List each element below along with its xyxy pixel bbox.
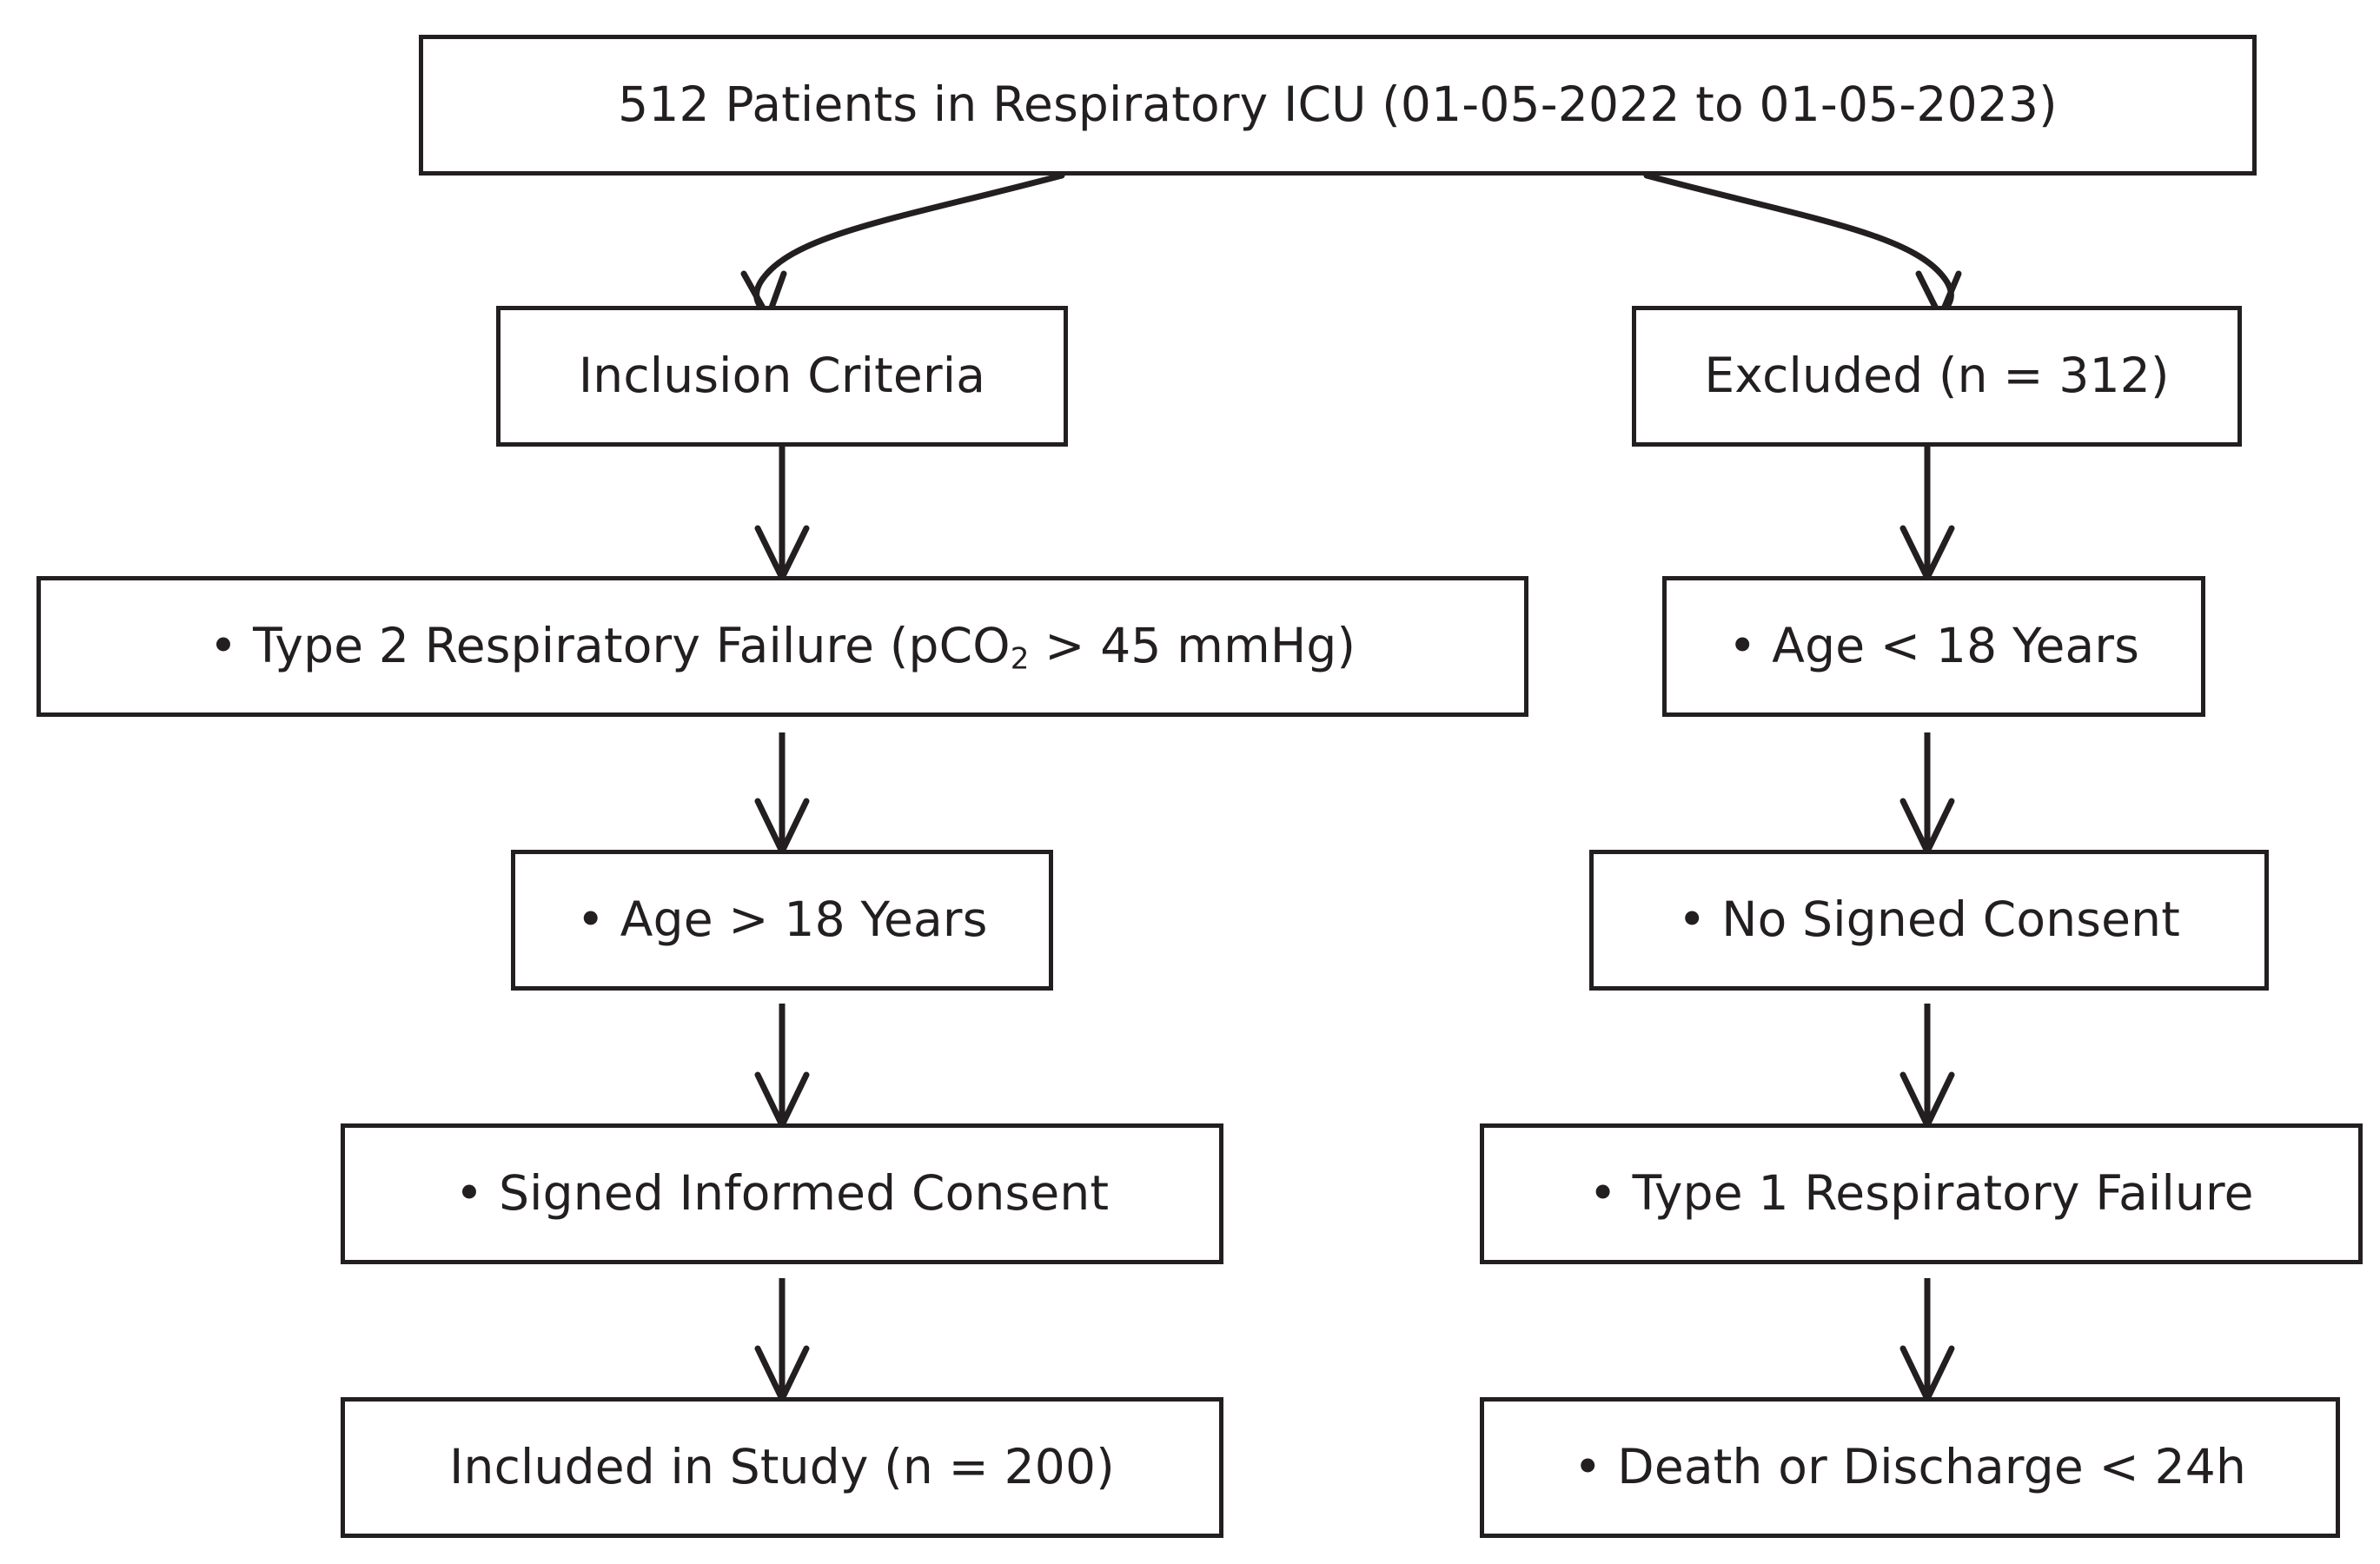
node-inclusion-step-1-label-head: • Type 2 Respiratory Failure (pCO — [209, 618, 1011, 674]
node-exclusion-step-1-label: • Age < 18 Years — [1727, 618, 2140, 674]
node-death-or-discharge-label: • Death or Discharge < 24h — [1573, 1439, 2247, 1495]
node-inclusion-step-3-label: • Signed Informed Consent — [454, 1165, 1110, 1222]
node-inclusion-step-1-label-subscript: 2 — [1010, 641, 1030, 677]
node-inclusion-step-3[interactable]: • Signed Informed Consent — [341, 1123, 1223, 1264]
connector-root-to-inclusion — [753, 172, 1065, 318]
node-inclusion-step-1[interactable]: • Type 2 Respiratory Failure (pCO2 > 45 … — [36, 576, 1528, 717]
node-inclusion-criteria-label: Inclusion Criteria — [578, 348, 986, 404]
node-excluded-label: Excluded (n = 312) — [1704, 348, 2170, 404]
node-exclusion-step-1[interactable]: • Age < 18 Years — [1662, 576, 2205, 717]
node-included-in-study-label: Included in Study (n = 200) — [449, 1439, 1115, 1495]
node-inclusion-criteria[interactable]: Inclusion Criteria — [496, 306, 1068, 447]
node-exclusion-step-2-label: • No Signed Consent — [1677, 891, 2181, 948]
node-included-in-study[interactable]: Included in Study (n = 200) — [341, 1397, 1223, 1538]
node-inclusion-step-1-label: • Type 2 Respiratory Failure (pCO2 > 45 … — [209, 618, 1356, 674]
node-exclusion-step-2[interactable]: • No Signed Consent — [1589, 850, 2269, 991]
node-exclusion-step-3[interactable]: • Type 1 Respiratory Failure — [1480, 1123, 2363, 1264]
connector-root-to-excluded — [1643, 172, 1954, 318]
node-inclusion-step-1-label-tail: > 45 mmHg) — [1029, 618, 1356, 674]
node-inclusion-step-2-label: • Age > 18 Years — [576, 891, 988, 948]
node-root-label: 512 Patients in Respiratory ICU (01-05-2… — [618, 76, 2058, 133]
node-death-or-discharge[interactable]: • Death or Discharge < 24h — [1480, 1397, 2340, 1538]
node-root[interactable]: 512 Patients in Respiratory ICU (01-05-2… — [419, 35, 2257, 176]
node-exclusion-step-3-label: • Type 1 Respiratory Failure — [1588, 1165, 2254, 1222]
node-inclusion-step-2[interactable]: • Age > 18 Years — [511, 850, 1053, 991]
node-excluded[interactable]: Excluded (n = 312) — [1632, 306, 2242, 447]
